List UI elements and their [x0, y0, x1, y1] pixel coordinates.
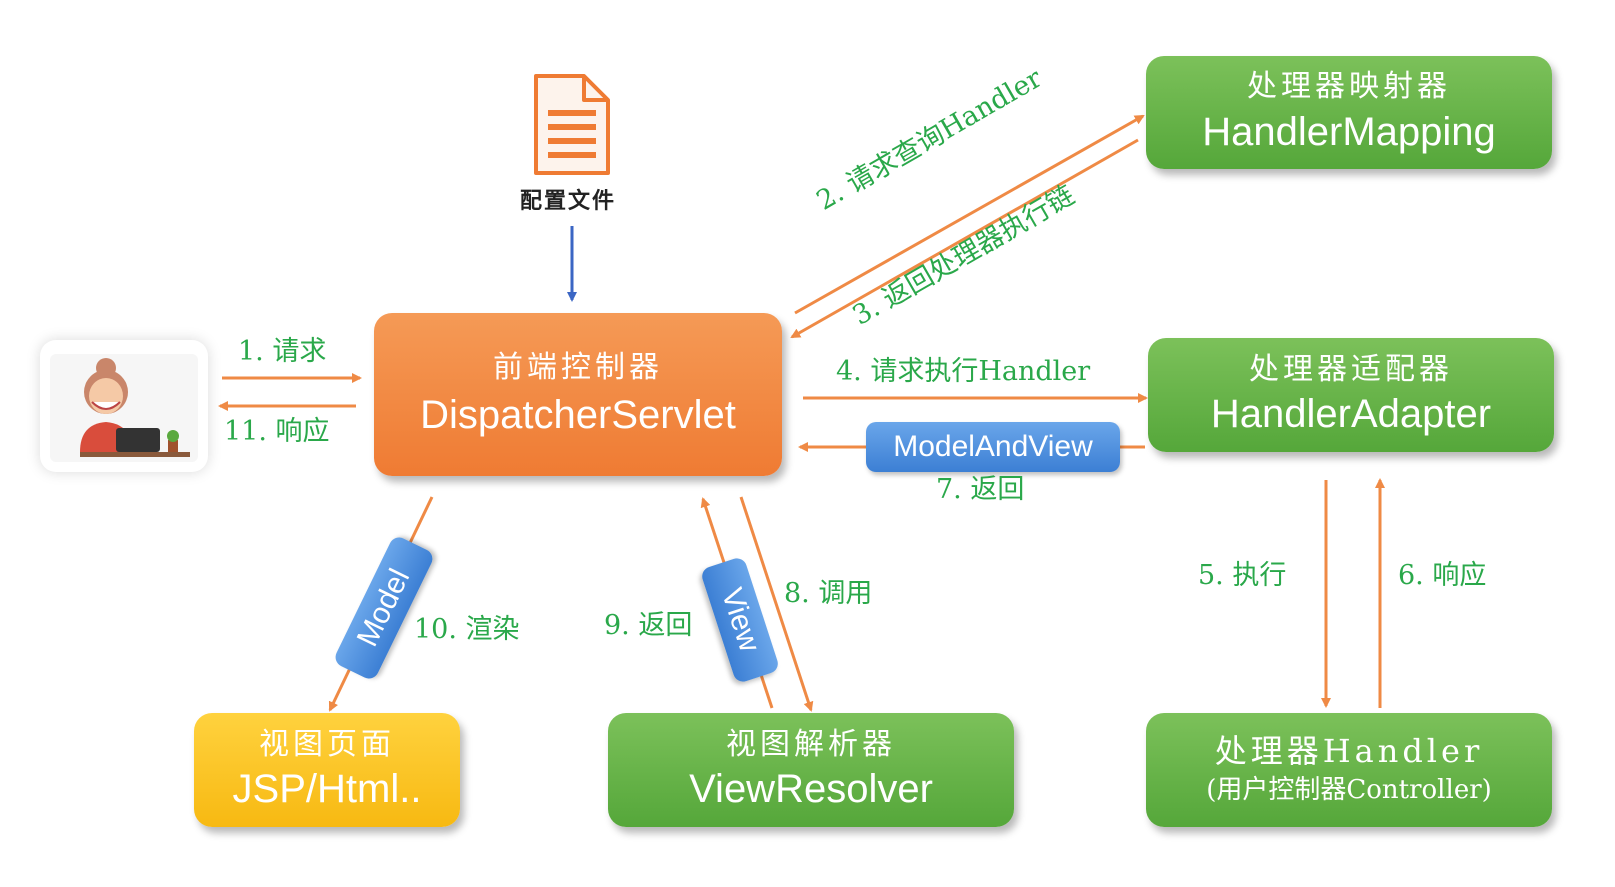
step-1-label: 1. 请求 [238, 336, 327, 367]
handler-mapping-box: 处理器映射器 HandlerMapping [1146, 56, 1552, 169]
handler-sub: (用户控制器Controller) [1206, 774, 1492, 805]
model-and-view-pill: ModelAndView [866, 422, 1120, 472]
step-11-label: 11. 响应 [224, 416, 330, 447]
view-page-en: JSP/Html.. [232, 767, 422, 812]
handler-mapping-en: HandlerMapping [1202, 109, 1496, 154]
step-8-label: 8. 调用 [784, 578, 873, 609]
step-6-label: 6. 响应 [1398, 560, 1487, 591]
view-resolver-box: 视图解析器 ViewResolver [608, 713, 1014, 827]
step-7-label: 7. 返回 [936, 474, 1025, 505]
config-file-label: 配置文件 [520, 188, 617, 214]
arrow-query-handler [794, 114, 1145, 315]
handler-adapter-zh: 处理器适配器 [1249, 351, 1453, 387]
config-file: 配置文件 [510, 72, 635, 222]
handler-zh: 处理器Handler [1214, 731, 1484, 770]
document-icon [534, 74, 610, 175]
handler-adapter-box: 处理器适配器 HandlerAdapter [1148, 338, 1554, 452]
dispatcher-en: DispatcherServlet [420, 392, 736, 437]
dispatcher-servlet-box: 前端控制器 DispatcherServlet [374, 313, 782, 476]
view-resolver-zh: 视图解析器 [726, 726, 896, 762]
step-9-label: 9. 返回 [604, 610, 693, 641]
view-resolver-en: ViewResolver [689, 767, 933, 812]
step-10-label: 10. 渲染 [414, 614, 520, 645]
handler-box: 处理器Handler (用户控制器Controller) [1146, 713, 1552, 827]
arrow-call [739, 496, 814, 712]
dispatcher-zh: 前端控制器 [493, 350, 663, 386]
user-at-laptop-icon [50, 354, 198, 462]
view-page-zh: 视图页面 [259, 726, 395, 762]
step-5-label: 5. 执行 [1198, 560, 1287, 591]
step-4-label: 4. 请求执行Handler [836, 356, 1091, 387]
arrow-return-chain [790, 138, 1139, 339]
user-card [40, 340, 208, 472]
view-page-box: 视图页面 JSP/Html.. [194, 713, 460, 827]
handler-mapping-zh: 处理器映射器 [1247, 69, 1451, 105]
handler-adapter-en: HandlerAdapter [1210, 392, 1492, 437]
